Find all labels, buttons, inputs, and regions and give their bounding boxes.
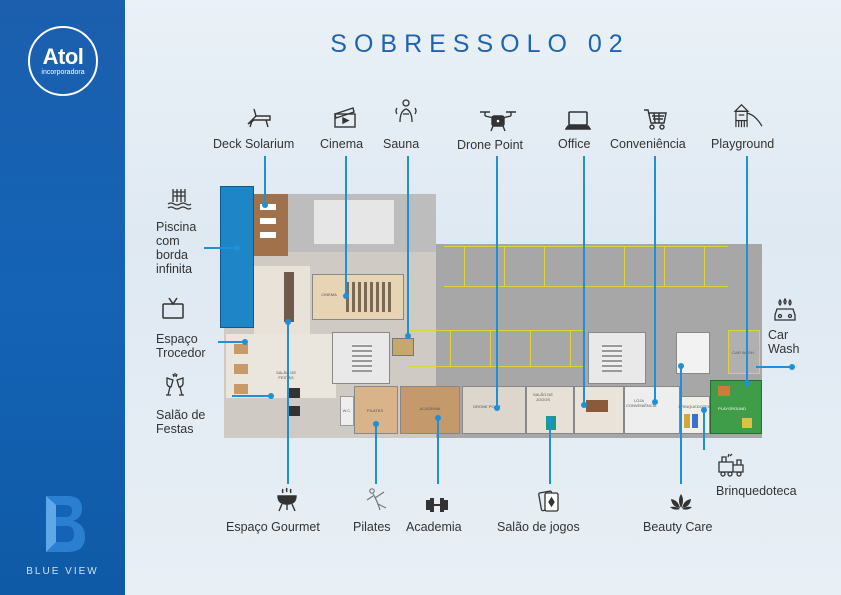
logo-brand: Atol [42,43,84,69]
sauna-person-icon [393,98,419,124]
dumbbell-icon [424,492,450,518]
atol-logo: Atol incorporadora [28,26,98,96]
label-sauna: Sauna [383,137,420,151]
label-car-wash: Car Wash [768,328,800,356]
shopping-cart-icon [642,106,668,132]
page-title: SOBRESSOLO 02 [330,30,630,58]
laptop-icon [564,108,592,134]
label-conveniencia: Conveniência [610,137,686,151]
lounge-chair-icon [246,104,272,130]
label-espaco-gourmet: Espaço Gourmet [226,520,320,534]
label-playground: Playground [711,137,775,151]
champagne-icon [162,372,188,398]
pool-icon [166,186,192,212]
floor-plan: CINEMA ESPAÇO TROCEDOR SALÃO DE FESTAS P… [214,186,762,446]
label-salao-jogos: Salão de jogos [497,520,580,534]
label-deck-solarium: Deck Solarium [213,137,295,151]
car-wash-icon [772,297,798,324]
drone-icon [478,108,518,134]
label-piscina: Piscina com borda infinita [156,220,197,276]
sidebar: Atol incorporadora BLUE VIEW [0,0,125,595]
label-salao-festas: Salão de Festas [156,408,206,436]
label-drone-point: Drone Point [457,138,524,152]
label-office: Office [558,137,591,151]
lotus-icon [668,490,694,516]
plan-sauna [392,338,414,356]
clapperboard-icon [332,104,358,130]
plan-academia [400,386,460,434]
plan-car-wash [728,330,760,374]
pilates-icon [364,486,390,512]
logo-subtitle: incorporadora [41,68,85,76]
plan-pool [220,186,254,328]
label-brinquedoteca: Brinquedoteca [716,484,797,498]
blue-view-logo-icon [46,496,85,552]
label-espaco-trocedor: Espaço Trocedor [156,332,206,360]
blue-view-wordmark: BLUE VIEW [26,566,99,577]
grill-icon [274,486,300,512]
label-beauty-care: Beauty Care [643,520,713,534]
label-cinema: Cinema [320,137,364,151]
plan-loja [624,386,680,434]
label-academia: Academia [406,520,462,534]
toy-train-icon [716,452,748,478]
label-pilates: Pilates [353,520,391,534]
tv-icon [160,296,186,322]
playing-cards-icon [536,488,562,514]
playground-slide-icon [730,102,766,128]
